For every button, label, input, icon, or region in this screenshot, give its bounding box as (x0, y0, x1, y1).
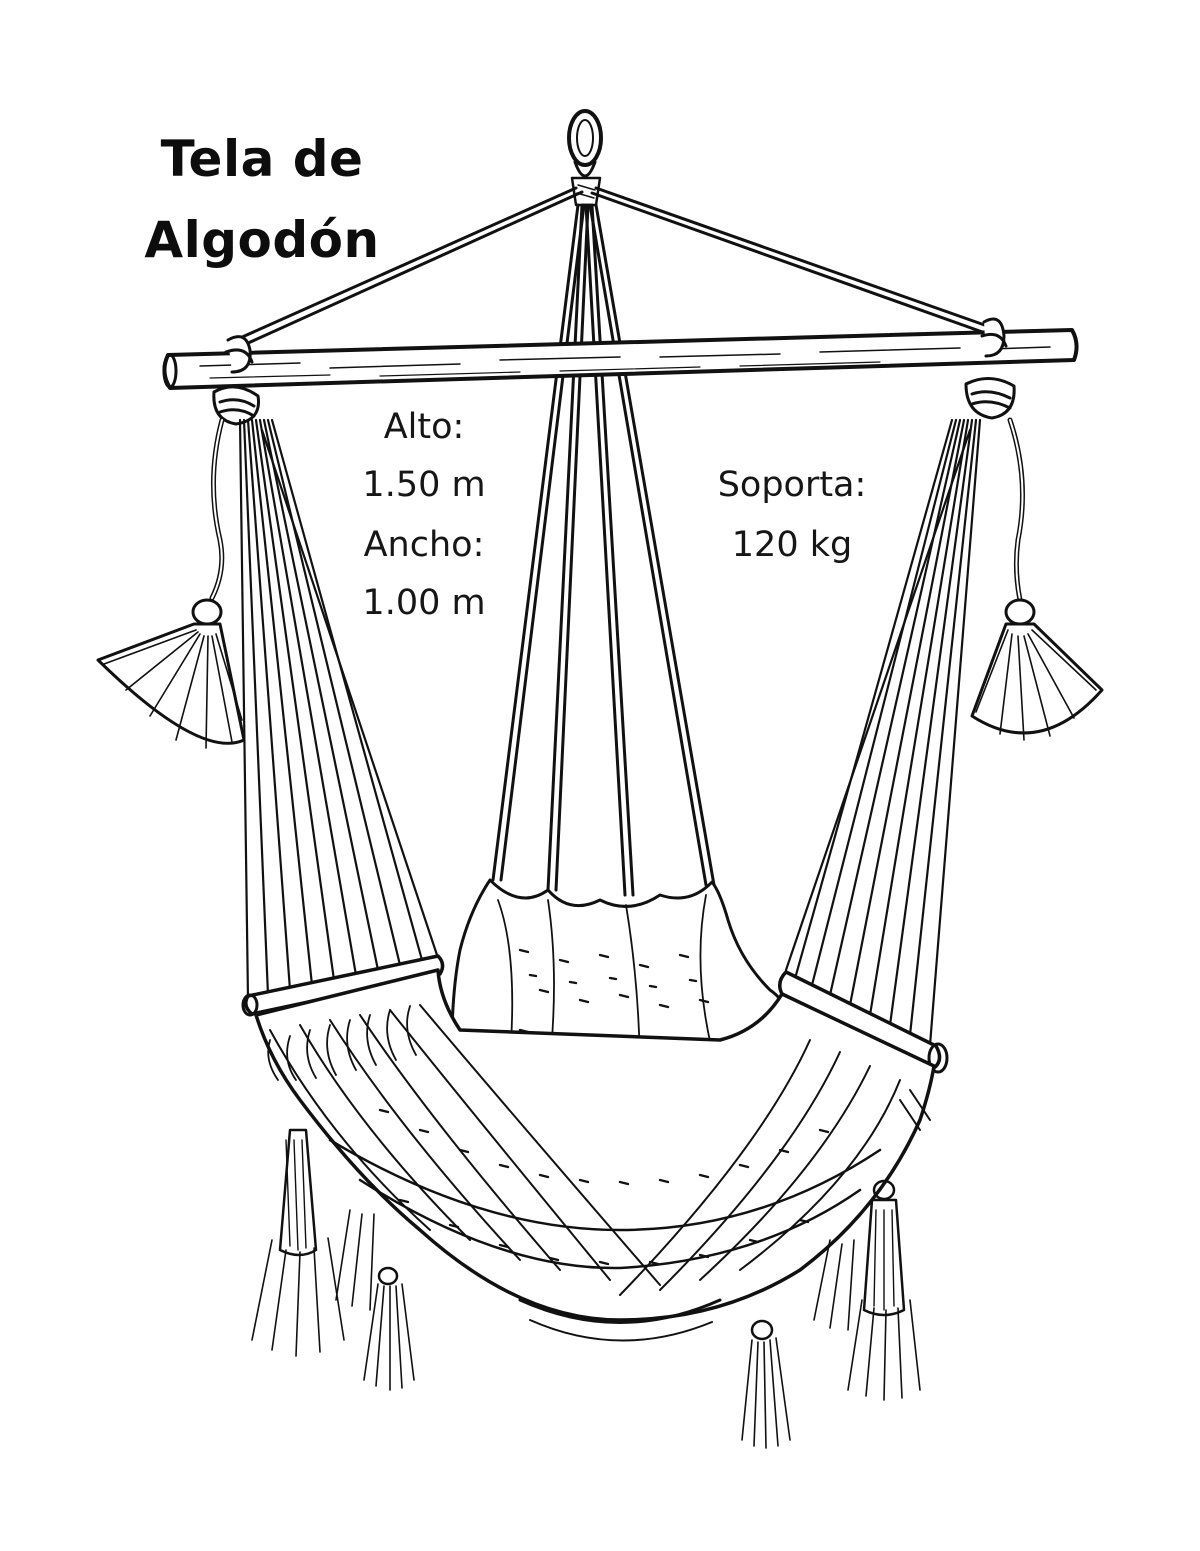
center-ropes (491, 203, 716, 897)
ancho-value: 1.00 m (362, 583, 486, 623)
right-side-strings (784, 418, 982, 1047)
hammock-fabric (254, 968, 936, 1342)
right-knot (964, 317, 1016, 420)
left-knot (212, 335, 261, 426)
left-side-strings (238, 418, 440, 1002)
title-line-2: Algodón (144, 211, 380, 269)
fringe-tassels (251, 1089, 931, 1449)
ancho-label: Ancho: (363, 525, 485, 565)
alto-value: 1.50 m (362, 465, 486, 505)
soporta-value: 120 kg (731, 525, 853, 565)
left-tassel (96, 417, 246, 749)
right-tassel (970, 417, 1104, 741)
soporta-label: Soporta: (717, 465, 867, 505)
hanging-loop (567, 109, 603, 207)
title-line-1: Tela de (160, 130, 364, 188)
wooden-bar (162, 328, 1079, 390)
alto-label: Alto: (383, 407, 465, 447)
top-ropes (238, 186, 995, 346)
